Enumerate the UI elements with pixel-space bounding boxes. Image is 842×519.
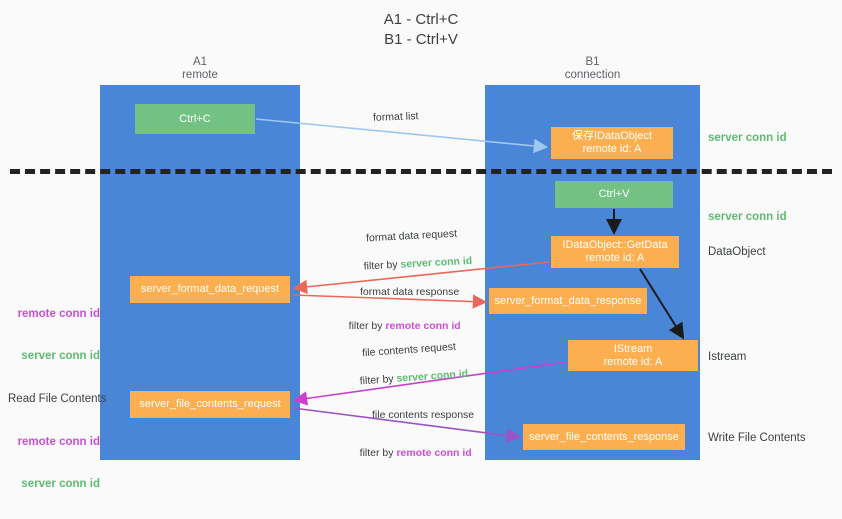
filter-emphasis-4: remote conn id [396, 447, 472, 459]
note-dataobject: DataObject [708, 246, 766, 258]
node-save-idataobject-line1: 保存IDataObject [571, 130, 653, 142]
filter-prefix-4: filter by [359, 447, 397, 459]
node-ctrl-c-label: Ctrl+C [179, 112, 211, 125]
node-server-format-data-response-label: server_format_data_response [494, 294, 642, 307]
node-save-idataobject[interactable]: 保存IDataObject remote id: A [551, 127, 673, 159]
node-istream-line1: IStream [613, 342, 653, 355]
filter-prefix-3: filter by [359, 372, 397, 388]
filter-emphasis-1: server conn id [400, 254, 473, 271]
note-server-conn-id-mid: server conn id [708, 211, 787, 223]
node-server-format-data-response[interactable]: server_format_data_response [489, 288, 647, 314]
filter-emphasis-2: remote conn id [385, 320, 461, 332]
note-write-file-contents: Write File Contents [708, 432, 806, 444]
node-istream-line2: remote id: A [603, 355, 663, 368]
edge-label-format-data-request-filter: filter by server conn id [351, 240, 473, 288]
lane-header-b1: B1 connection [564, 56, 621, 81]
note-server-conn-id-top: server conn id [708, 132, 787, 144]
node-ctrl-v-label: Ctrl+V [598, 188, 630, 200]
note-read-file-contents: Read File Contents [8, 393, 107, 405]
node-server-file-contents-response[interactable]: server_file_contents_response [523, 424, 685, 450]
node-save-idataobject-line2: remote id: A [582, 143, 642, 155]
edge-label-format-data-response: format data response [360, 286, 460, 298]
page-title: A1 - Ctrl+C B1 - Ctrl+V [383, 11, 459, 48]
node-idataobject-getdata[interactable]: IDataObject::GetData remote id: A [551, 236, 679, 268]
edge-label-file-contents-response-filter: filter by remote conn id [348, 432, 472, 474]
node-server-file-contents-request-label: server_file_contents_request [139, 398, 281, 410]
note-remote-conn-id-1: remote conn id [17, 308, 100, 320]
edge-label-file-contents-request-filter: filter by server conn id [347, 353, 470, 403]
edge-label-file-contents-response: file contents response [372, 409, 475, 421]
node-idataobject-getdata-line2: remote id: A [585, 252, 645, 264]
lane-header-a1: A1 remote [182, 56, 218, 81]
note-server-conn-id-2: server conn id [21, 478, 100, 490]
dashed-separator-line [10, 169, 832, 174]
note-remote-conn-id-2: remote conn id [17, 436, 100, 448]
filter-emphasis-3: server conn id [396, 367, 469, 385]
note-group-conn-ids-upper: remote conn id server conn id [8, 279, 100, 391]
note-server-conn-id-1: server conn id [21, 350, 100, 362]
node-server-file-contents-request[interactable]: server_file_contents_request [130, 391, 290, 418]
diagram-canvas: A1 - Ctrl+C B1 - Ctrl+V A1 remote B1 con… [8, 11, 832, 490]
node-server-format-data-request-label: server_format_data_request [140, 283, 280, 295]
node-server-file-contents-response-label: server_file_contents_response [529, 430, 679, 443]
edge-label-format-list: format list [372, 110, 419, 124]
node-istream[interactable]: IStream remote id: A [568, 340, 698, 371]
node-idataobject-getdata-line1: IDataObject::GetData [562, 239, 668, 251]
node-server-format-data-request[interactable]: server_format_data_request [130, 276, 290, 303]
node-ctrl-c[interactable]: Ctrl+C [135, 104, 255, 134]
edge-label-format-data-response-filter: filter by remote conn id [337, 305, 461, 347]
filter-prefix-2: filter by [348, 320, 386, 332]
note-group-conn-ids-lower: remote conn id server conn id [8, 407, 100, 519]
filter-prefix-1: filter by [363, 258, 401, 273]
note-istream: Istream [708, 351, 747, 363]
node-ctrl-v[interactable]: Ctrl+V [555, 181, 673, 208]
